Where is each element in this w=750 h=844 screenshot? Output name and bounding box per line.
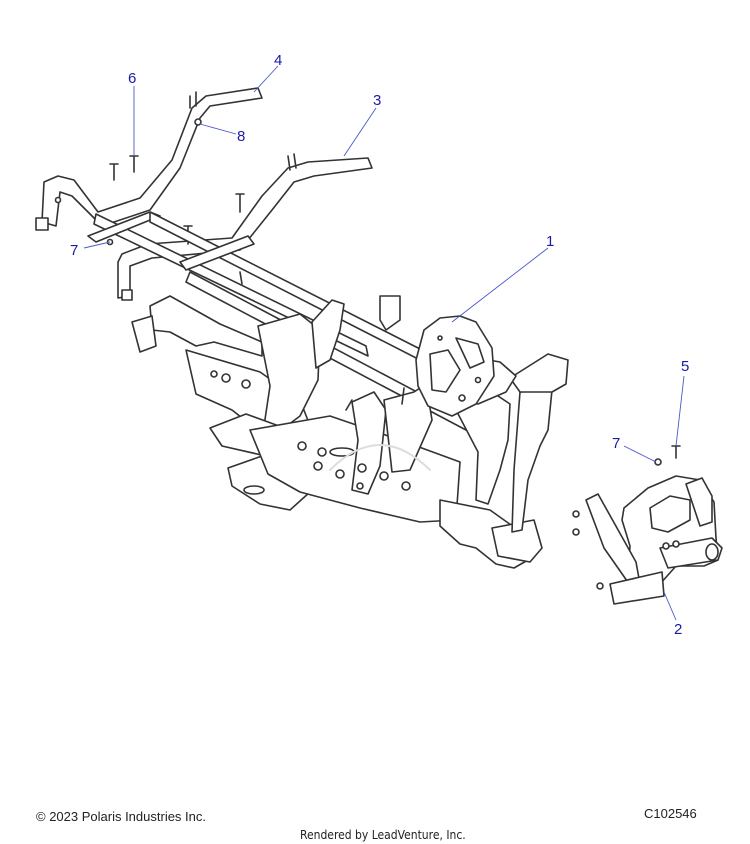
callout-7-left: 7 — [70, 242, 79, 259]
upper-rail-right — [117, 153, 373, 301]
diagram-id: C102546 — [644, 806, 697, 821]
callout-1: 1 — [546, 233, 555, 250]
copyright-notice: © 2023 Polaris Industries Inc. — [36, 809, 206, 824]
leader-7a — [83, 241, 111, 249]
upper-rail-left — [35, 87, 263, 231]
leader-3 — [343, 107, 377, 157]
leader-1 — [451, 247, 549, 323]
floor-plate-holes — [210, 370, 411, 491]
bumper-fasteners — [572, 445, 681, 590]
callout-5: 5 — [681, 358, 690, 375]
callout-3: 3 — [373, 92, 382, 109]
leader-4 — [253, 65, 279, 93]
callout-8: 8 — [237, 128, 246, 145]
leader-2 — [663, 591, 677, 621]
leader-5 — [675, 375, 685, 447]
main-frame-body — [131, 295, 569, 569]
front-bumper-bracket — [585, 475, 723, 605]
watermark-arc — [329, 444, 431, 471]
callout-6: 6 — [128, 70, 137, 87]
leader-8 — [199, 123, 237, 135]
callout-2: 2 — [674, 621, 683, 638]
front-mount-plate — [415, 315, 495, 417]
bolts — [54, 118, 245, 246]
leader-7b — [623, 445, 657, 463]
rendered-by-note: Rendered by LeadVenture, Inc. — [300, 828, 466, 842]
callout-7-right: 7 — [612, 435, 621, 452]
callout-4: 4 — [274, 52, 283, 69]
